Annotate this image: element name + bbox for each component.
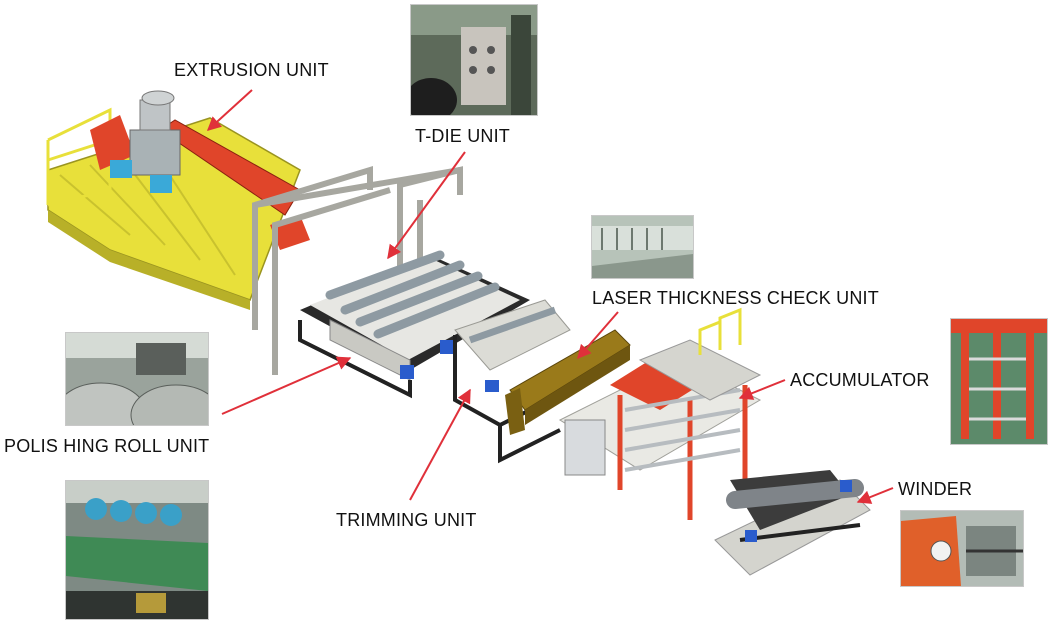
- callout-arrows: [206, 89, 894, 504]
- label-extrusion-unit: EXTRUSION UNIT: [174, 60, 329, 80]
- arrow-laser: [577, 311, 619, 360]
- label-trimming-unit: TRIMMING UNIT: [336, 510, 477, 530]
- winder-machine: [714, 470, 871, 576]
- t-die-photo: [410, 4, 538, 116]
- label-polishing-roll-unit: POLIS HING ROLL UNIT: [4, 436, 210, 456]
- winder-photo-icon: [901, 511, 1023, 586]
- label-t-die-unit: T-DIE UNIT: [415, 126, 510, 146]
- arrow-polishing: [221, 356, 352, 415]
- arrow-winder: [856, 487, 894, 504]
- accumulator-photo-icon: [951, 319, 1047, 444]
- winder-photo: [900, 510, 1024, 587]
- t-die-photo-icon: [411, 5, 537, 115]
- laser-check-photo-icon: [592, 216, 693, 278]
- accumulator-photo: [950, 318, 1048, 445]
- arrow-trimming: [409, 388, 471, 501]
- arrow-extrusion: [206, 89, 253, 131]
- polishing-roll-machine: [298, 250, 530, 399]
- drive-motors-photo-icon: [66, 481, 208, 619]
- accumulator-machine: [558, 307, 762, 520]
- label-laser-thickness-check-unit: LASER THICKNESS CHECK UNIT: [592, 288, 879, 308]
- label-winder: WINDER: [898, 479, 973, 499]
- extrusion-unit-machine: [46, 90, 310, 310]
- label-accumulator: ACCUMULATOR: [790, 370, 930, 390]
- polishing-roll-photo: [65, 332, 209, 426]
- polishing-roll-photo-icon: [66, 333, 208, 425]
- laser-check-photo: [591, 215, 694, 279]
- arrow-accumulator: [738, 379, 786, 400]
- arrow-t-die: [387, 151, 466, 260]
- laser-gauge-machine: [505, 329, 631, 435]
- gantry-frame: [252, 165, 463, 375]
- drive-motors-photo: [65, 480, 209, 620]
